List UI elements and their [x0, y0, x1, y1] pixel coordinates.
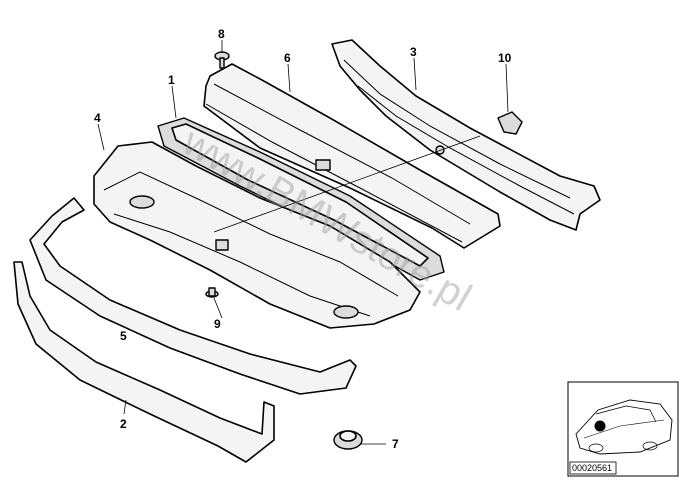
leader-10 [505, 63, 509, 113]
part-10-clip [497, 111, 523, 135]
leader-connector [213, 135, 481, 233]
part-7-grommet [333, 430, 363, 450]
part-1-gasket-frame [157, 117, 445, 281]
callout-1: 1 [168, 73, 175, 87]
part-3-right-bracket [331, 39, 601, 231]
callout-10: 10 [498, 51, 512, 65]
callout-3: 3 [410, 45, 417, 59]
callout-4: 4 [94, 111, 101, 125]
callout-6: 6 [284, 51, 291, 65]
part-5-seal [29, 197, 357, 395]
leader-1 [171, 85, 177, 119]
part-2-lower-strip [13, 261, 275, 463]
leader-6 [287, 63, 291, 93]
callout-2: 2 [120, 417, 127, 431]
part-6-cowl-cover [203, 63, 501, 249]
leader-9 [213, 297, 223, 319]
part-9-screw [205, 287, 219, 298]
leader-2 [123, 399, 127, 415]
car-thumbnail-icon [575, 399, 673, 455]
leader-3 [413, 57, 417, 91]
part-8-screw [214, 40, 230, 69]
part-4-cowl-tray [93, 141, 421, 329]
thumbnail-box: 00020561 [567, 381, 679, 477]
callout-8: 8 [218, 27, 225, 41]
leader-4 [97, 123, 105, 151]
callout-9: 9 [214, 317, 221, 331]
callout-7: 7 [392, 437, 399, 451]
thumbnail-code: 00020561 [572, 463, 612, 473]
callout-5: 5 [120, 329, 127, 343]
